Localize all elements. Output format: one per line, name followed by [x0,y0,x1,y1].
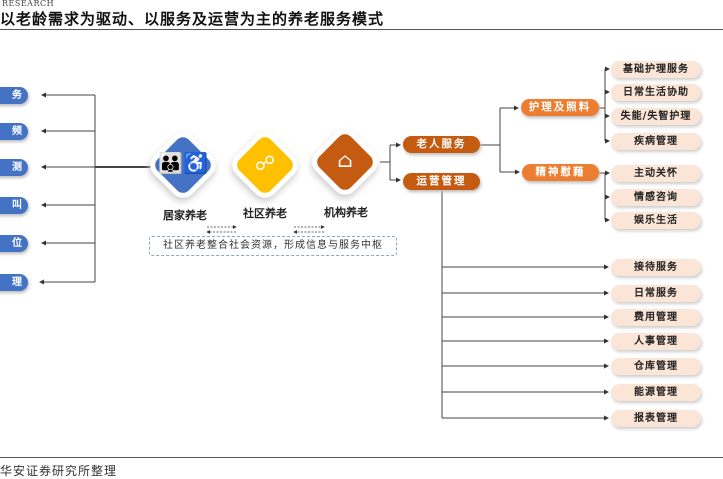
bottom-divider [0,457,723,458]
ops-item: 接待服务 [611,259,701,276]
people-wheelchair-icon: 👪♿ [158,151,208,175]
ops-item: 费用管理 [611,309,701,326]
care-item: 失能/失智护理 [611,108,701,125]
house-icon: ⌂ [337,148,353,172]
elder-service-box: 老人服务 [403,136,480,153]
page-title: 以老龄需求为驱动、以服务及运营为主的养老服务模式 [0,10,385,28]
care-item: 日常生活协助 [611,84,701,101]
operations-box: 运营管理 [403,173,480,190]
mode-label: 社区养老 [243,207,287,220]
spiritual-box: 精神慰藉 [522,164,599,181]
care-item: 疾病管理 [611,133,701,150]
left-item: 频 [0,123,28,140]
ops-item: 仓库管理 [611,358,701,375]
left-item: 务 [0,87,28,104]
mode-label: 机构养老 [324,206,368,219]
spirit-item: 主动关怀 [611,165,701,182]
left-item: 测 [0,159,28,176]
ops-item: 日常服务 [611,285,701,302]
ops-item: 报表管理 [611,410,701,427]
community-note: 社区养老整合社会资源，形成信息与服务中枢 [149,236,397,256]
left-item: 位 [0,235,28,252]
spirit-item: 娱乐生活 [611,212,701,229]
ops-item: 人事管理 [611,333,701,350]
spirit-item: 情感咨询 [611,189,701,206]
source-note: 华安证券研究所整理 [0,464,118,478]
care-item: 基础护理服务 [611,61,701,78]
left-item: 理 [0,274,28,291]
mode-label: 居家养老 [163,209,207,222]
ops-item: 能源管理 [611,384,701,401]
top-divider [0,29,723,30]
network-people-icon: ☍ [254,151,276,175]
care-box: 护理及照料 [521,99,599,116]
left-item: 叫 [0,197,28,214]
research-label: RESEARCH [2,0,55,8]
